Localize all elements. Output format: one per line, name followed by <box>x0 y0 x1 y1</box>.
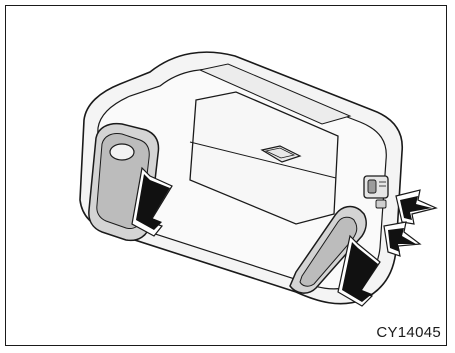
figure-id-label: CY14045 <box>376 324 441 341</box>
switch-button-b <box>376 200 386 208</box>
left-lamp-switch <box>110 144 134 160</box>
arrow-switch-upper <box>396 190 436 224</box>
arrow-switch-lower <box>384 222 420 256</box>
switch-button-a <box>368 180 376 193</box>
